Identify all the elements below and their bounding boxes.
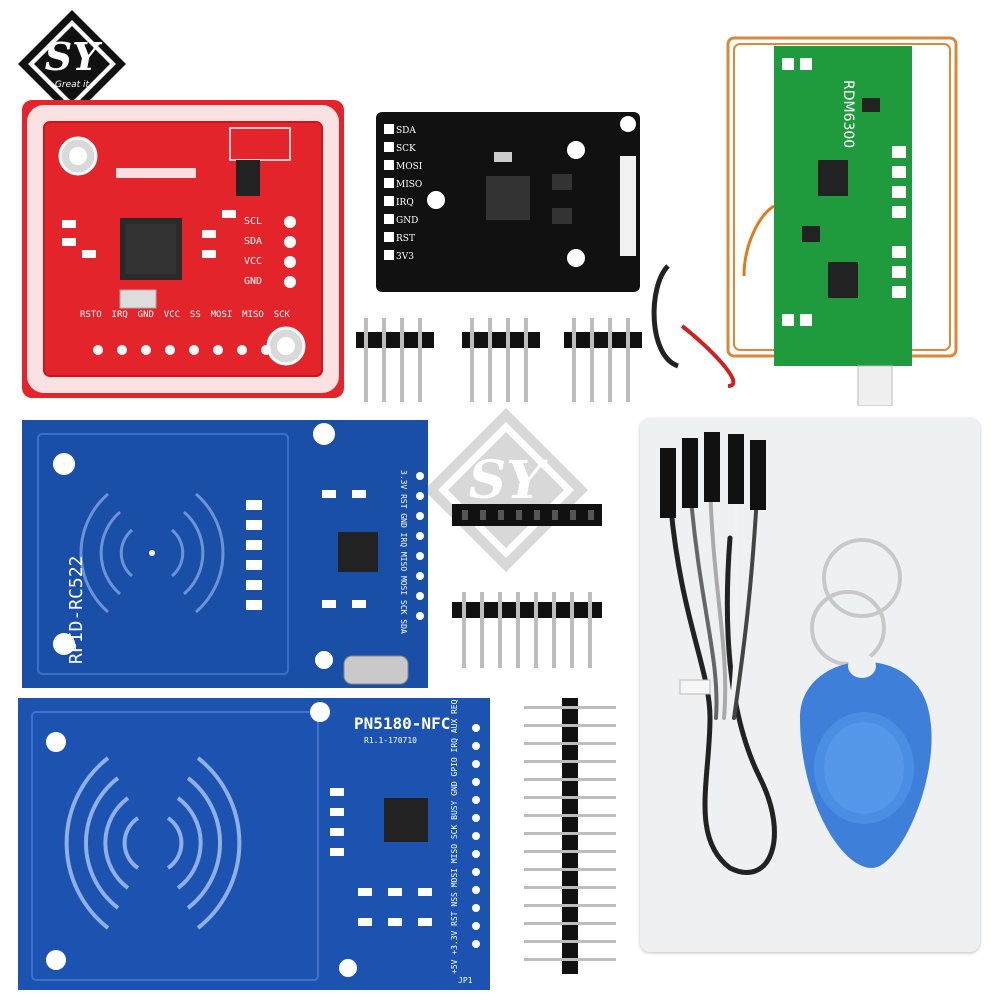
pn5180-jp-label: JP1 <box>458 976 473 985</box>
rdm6300-label: RDM6300 <box>840 80 856 149</box>
pn532-pin-labels-right: SCL SDA VCC GND <box>244 212 284 292</box>
pn5180-board: PN5180-NFC R1.1-170710 +5V +3.3V RST NSS… <box>18 698 490 990</box>
pin-label: MISO <box>242 310 264 320</box>
pin-label: GND <box>137 310 154 320</box>
pin-label: VCC <box>163 310 181 320</box>
rdm6300-module: RDM6300 <box>648 26 968 407</box>
pn5180-label: PN5180-NFC <box>354 714 451 733</box>
pn5180-side-pins: +5V +3.3V RST NSS MOSI MISO SCK BUSY GND… <box>450 699 459 974</box>
mini-pin-labels: SDA SCK MOSI MISO IRQ GND RST 3V3 <box>396 122 422 266</box>
brand-logo: SY Great it <box>16 8 128 120</box>
pin-label: MISO <box>396 180 423 190</box>
logo-text: SY <box>44 34 100 79</box>
pin-label: MOSI <box>396 162 423 172</box>
pin-label: MOSI <box>210 310 233 320</box>
rfid-card <box>640 418 980 952</box>
watermark-text: SY <box>468 450 544 511</box>
mini-rc522-board: SDA SCK MOSI MISO IRQ GND RST 3V3 <box>376 112 640 292</box>
pn532-pin-labels-bottom: RSTO IRQ GND VCC SS MOSI MISO SCK <box>80 310 290 340</box>
pn532-board: SCL SDA VCC GND RSTO IRQ GND VCC SS MOSI… <box>22 100 344 398</box>
pin-label: SS <box>189 310 201 320</box>
pin-label: SCK <box>273 310 290 320</box>
pin-header-8-bottom <box>452 592 602 668</box>
pin-header-set-small <box>350 318 650 402</box>
pin-header-8-top <box>452 504 602 526</box>
rc522-side-pins: 3.3V RST GND IRQ MISO MOSI SCK SDA <box>399 470 408 634</box>
pn5180-rev: R1.1-170710 <box>364 736 417 745</box>
pin-label: IRQ <box>396 198 414 208</box>
pin-label: RST <box>396 234 415 244</box>
watermark-logo: SY Great it <box>420 404 592 576</box>
pin-label: SDA <box>396 126 416 136</box>
pin-label: VCC <box>244 256 263 267</box>
pin-label: SCL <box>244 216 263 227</box>
pin-label: 3V3 <box>396 252 414 262</box>
pin-label: IRQ <box>111 310 128 320</box>
pin-label: GND <box>244 276 263 287</box>
pin-label: SCK <box>396 144 416 154</box>
logo-tagline: Great it <box>54 80 90 90</box>
rc522-label: RFID-RC522 <box>66 555 87 664</box>
pin-label: SDA <box>244 236 263 247</box>
pin-label: RSTO <box>80 310 102 320</box>
pin-header-long <box>524 698 616 974</box>
pin-label: GND <box>396 216 419 226</box>
rc522-board: RFID-RC522 3.3V RST GND IRQ MISO MOSI SC… <box>22 420 428 688</box>
